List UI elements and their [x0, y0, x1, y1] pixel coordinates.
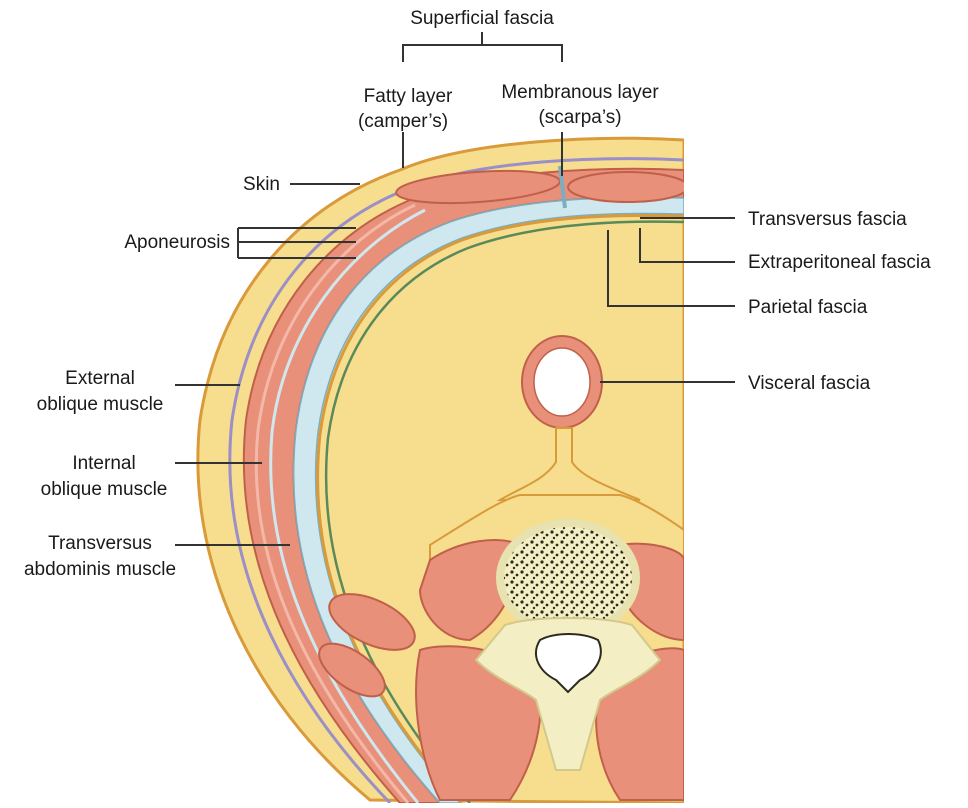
label-transversus-abdominis-2: abdominis muscle	[24, 559, 176, 580]
label-internal-oblique-1: Internal	[72, 453, 135, 474]
label-superficial-fascia: Superficial fascia	[410, 8, 554, 29]
label-membranous-layer-2: (scarpa’s)	[538, 107, 621, 128]
anatomy-illustration	[198, 138, 688, 803]
label-fatty-layer-1: Fatty layer	[364, 86, 453, 107]
label-fatty-layer-2: (camper’s)	[358, 111, 448, 132]
label-parietal-fascia: Parietal fascia	[748, 297, 868, 318]
label-membranous-layer-1: Membranous layer	[501, 82, 659, 103]
label-internal-oblique-2: oblique muscle	[41, 479, 168, 500]
label-visceral-fascia: Visceral fascia	[748, 373, 871, 394]
label-extraperitoneal-fascia: Extraperitoneal fascia	[748, 252, 931, 273]
label-aponeurosis: Aponeurosis	[124, 232, 230, 253]
visceral-lumen	[534, 348, 590, 416]
label-transversus-abdominis-1: Transversus	[48, 533, 152, 554]
superficial-fascia-bracket	[403, 32, 562, 62]
vertebral-body	[500, 523, 636, 633]
label-transversus-fascia: Transversus fascia	[748, 209, 907, 230]
label-external-oblique-2: oblique muscle	[37, 394, 164, 415]
rectus-right	[568, 172, 688, 202]
label-external-oblique-1: External	[65, 368, 135, 389]
label-skin: Skin	[243, 174, 280, 195]
